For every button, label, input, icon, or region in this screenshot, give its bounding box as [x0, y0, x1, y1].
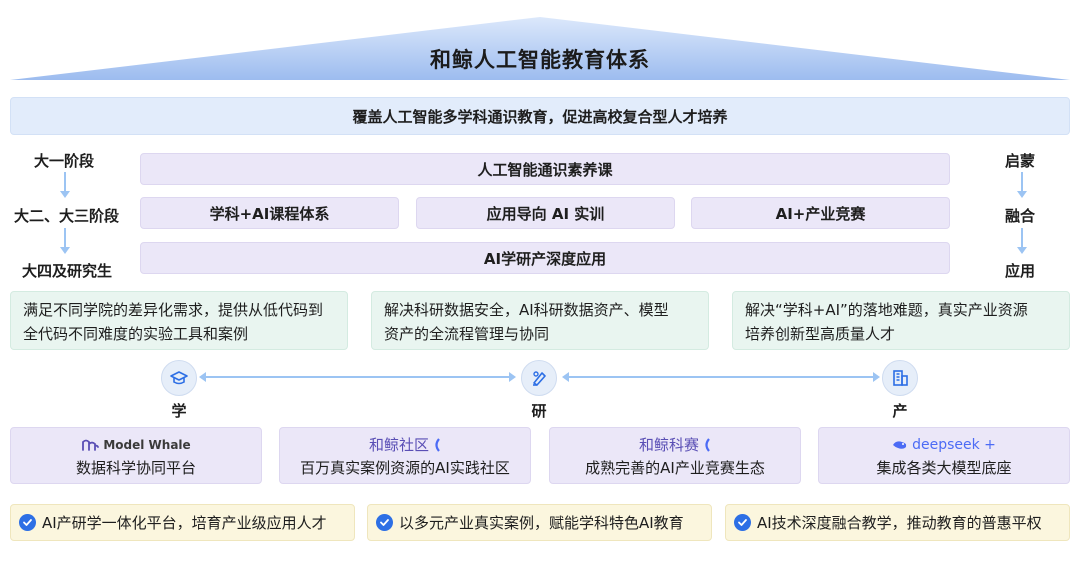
stage-integrate: 融合	[1005, 207, 1036, 225]
program-deep-application: AI学研产深度应用	[140, 242, 950, 274]
platform-brand: 和鲸科赛	[638, 436, 699, 454]
program-subject-ai-course: 学科+AI课程体系	[140, 197, 399, 229]
problem-text: 全代码不同难度的实验工具和案例	[23, 325, 249, 343]
stage-apply: 应用	[1005, 262, 1036, 280]
platform-desc: 数据科学协同平台	[75, 459, 196, 477]
platform-brand: deepseek +	[912, 437, 996, 453]
pillar-learn: 学	[171, 402, 187, 420]
connector-research-industry	[562, 372, 880, 382]
problem-box-industry: 解决“学科+AI”的落地难题，真实产业资源 培养创新型高质量人才	[732, 291, 1070, 350]
building-icon	[882, 360, 918, 396]
platform-deepseek: deepseek + 集成各类大模型底座	[818, 427, 1070, 484]
page-title: 和鲸人工智能教育体系	[430, 48, 650, 72]
roof-shape	[10, 17, 1070, 80]
research-pen-icon	[521, 360, 557, 396]
stage-enlighten: 启蒙	[1005, 152, 1036, 170]
platform-desc: 成熟完善的AI产业竞赛生态	[585, 459, 765, 477]
platform-modelwhale: Model Whale 数据科学协同平台	[10, 427, 262, 484]
stage-year-four-grad: 大四及研究生	[22, 262, 113, 280]
pillar-industry: 产	[892, 402, 908, 420]
problem-box-research: 解决科研数据安全，AI科研数据资产、模型 资产的全流程管理与协同	[371, 291, 709, 350]
platform-competition: 和鲸科赛 成熟完善的AI产业竞赛生态	[549, 427, 801, 484]
platform-brand: Model Whale	[103, 438, 191, 452]
stage-year-one: 大一阶段	[34, 152, 95, 170]
check-circle-icon	[734, 514, 751, 531]
check-circle-icon	[19, 514, 36, 531]
mission-banner: 覆盖人工智能多学科通识教育，促进高校复合型人才培养	[10, 97, 1070, 135]
stage-arrow	[1017, 172, 1027, 198]
problem-text: 解决“学科+AI”的落地难题，真实产业资源	[745, 301, 1028, 319]
program-ai-competition: AI+产业竞赛	[691, 197, 950, 229]
competition-logo: 和鲸科赛	[550, 435, 800, 455]
benefit-item: AI技术深度融合教学，推动教育的普惠平权	[725, 504, 1070, 541]
brand-mark-icon	[435, 438, 440, 452]
brand-mark-icon	[705, 438, 710, 452]
deepseek-logo: deepseek +	[819, 435, 1069, 455]
problem-text: 解决科研数据安全，AI科研数据资产、模型	[384, 301, 669, 319]
benefit-text: AI产研学一体化平台，培育产业级应用人才	[42, 514, 327, 532]
pillar-research: 研	[531, 402, 547, 420]
benefit-item: AI产研学一体化平台，培育产业级应用人才	[10, 504, 355, 541]
platform-desc: 百万真实案例资源的AI实践社区	[300, 459, 510, 477]
problem-box-learning: 满足不同学院的差异化需求，提供从低代码到 全代码不同难度的实验工具和案例	[10, 291, 348, 350]
whale-logo-icon	[893, 441, 907, 449]
modelwhale-logo: Model Whale	[11, 435, 261, 455]
check-circle-icon	[376, 514, 393, 531]
stage-arrow	[60, 172, 70, 198]
benefit-item: 以多元产业真实案例，赋能学科特色AI教育	[367, 504, 712, 541]
stage-year-two-three: 大二、大三阶段	[14, 207, 120, 225]
benefit-text: AI技术深度融合教学，推动教育的普惠平权	[757, 514, 1042, 532]
program-ai-literacy: 人工智能通识素养课	[140, 153, 950, 185]
platform-desc: 集成各类大模型底座	[876, 459, 1012, 477]
graduation-cap-icon	[161, 360, 197, 396]
whale-logo-icon	[82, 439, 100, 451]
problem-text: 资产的全流程管理与协同	[384, 325, 550, 343]
benefit-text: 以多元产业真实案例，赋能学科特色AI教育	[399, 514, 684, 532]
platform-community: 和鲸社区 百万真实案例资源的AI实践社区	[279, 427, 531, 484]
stage-arrow	[60, 228, 70, 254]
problem-text: 培养创新型高质量人才	[745, 325, 896, 343]
stage-arrow	[1017, 228, 1027, 254]
problem-text: 满足不同学院的差异化需求，提供从低代码到	[23, 301, 324, 319]
connector-learn-research	[199, 372, 516, 382]
program-ai-training: 应用导向 AI 实训	[416, 197, 675, 229]
platform-brand: 和鲸社区	[368, 436, 429, 454]
community-logo: 和鲸社区	[280, 435, 530, 455]
